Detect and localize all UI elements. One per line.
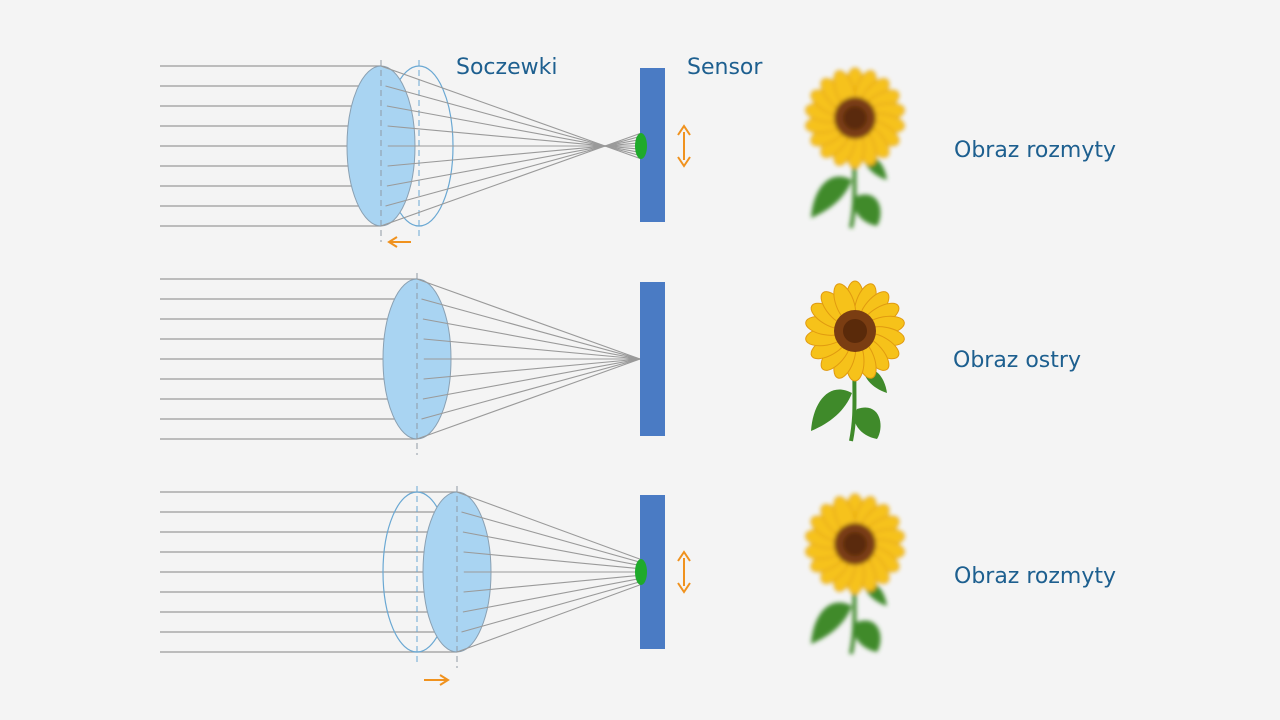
refracted-ray (461, 511, 641, 563)
refracted-ray (461, 581, 641, 633)
sunflower-leaf (854, 407, 881, 439)
refracted-ray (416, 278, 641, 360)
refracted-ray (385, 85, 641, 157)
sunflower-leaf (854, 194, 881, 226)
refracted-ray (462, 578, 641, 613)
refracted-ray (380, 65, 641, 160)
refracted-ray (456, 584, 641, 653)
sunflower-icon (805, 493, 905, 655)
result-image (805, 67, 905, 229)
sunflower-leaf (811, 176, 852, 218)
sensor (640, 282, 665, 436)
focus-row-1 (160, 60, 905, 248)
blur-spot (635, 133, 647, 159)
refracted-ray (421, 298, 641, 360)
arrow-head (677, 124, 691, 136)
arrow-head (677, 156, 691, 168)
refracted-ray (380, 132, 641, 227)
sunflower-leaf (854, 620, 881, 652)
left-arrow-icon (387, 236, 411, 248)
sensor-label: Sensor (687, 55, 763, 80)
sunflower-leaf (811, 389, 852, 431)
refracted-ray (416, 358, 641, 440)
vertical-double-arrow-icon (677, 550, 691, 594)
focus-row-2 (160, 273, 905, 455)
refracted-ray (386, 139, 641, 187)
arrow-head (677, 550, 691, 562)
focus-row-3 (160, 486, 905, 686)
refracted-ray (422, 358, 641, 400)
sunflower-center-inner (843, 106, 867, 130)
refracted-ray (387, 142, 641, 167)
refracted-ray (462, 531, 641, 566)
result-image (805, 493, 905, 655)
sunflower-center-inner (843, 532, 867, 556)
row-1-caption: Obraz rozmyty (954, 138, 1117, 163)
row-3-caption: Obraz rozmyty (954, 564, 1117, 589)
refracted-ray (423, 338, 641, 360)
vertical-double-arrow-icon (677, 124, 691, 168)
refracted-ray (423, 358, 641, 380)
arrow-head (439, 674, 450, 686)
sunflower-leaf (811, 602, 852, 644)
sunflower-center-inner (843, 319, 867, 343)
refracted-ray (387, 125, 641, 150)
blur-spot (635, 559, 647, 585)
refracted-ray (456, 491, 641, 560)
refracted-ray (421, 358, 641, 420)
refracted-ray (422, 318, 641, 360)
right-arrow-icon (424, 674, 450, 686)
refracted-ray (386, 105, 641, 153)
refracted-ray (385, 135, 641, 207)
arrow-head (677, 582, 691, 594)
result-image (805, 280, 905, 442)
refracted-ray (463, 574, 641, 593)
lenses-label: Soczewki (456, 55, 558, 80)
arrow-head (387, 236, 398, 248)
refracted-ray (463, 551, 641, 570)
row-2-caption: Obraz ostry (953, 348, 1081, 373)
sunflower-icon (805, 280, 905, 442)
sunflower-icon (805, 67, 905, 229)
